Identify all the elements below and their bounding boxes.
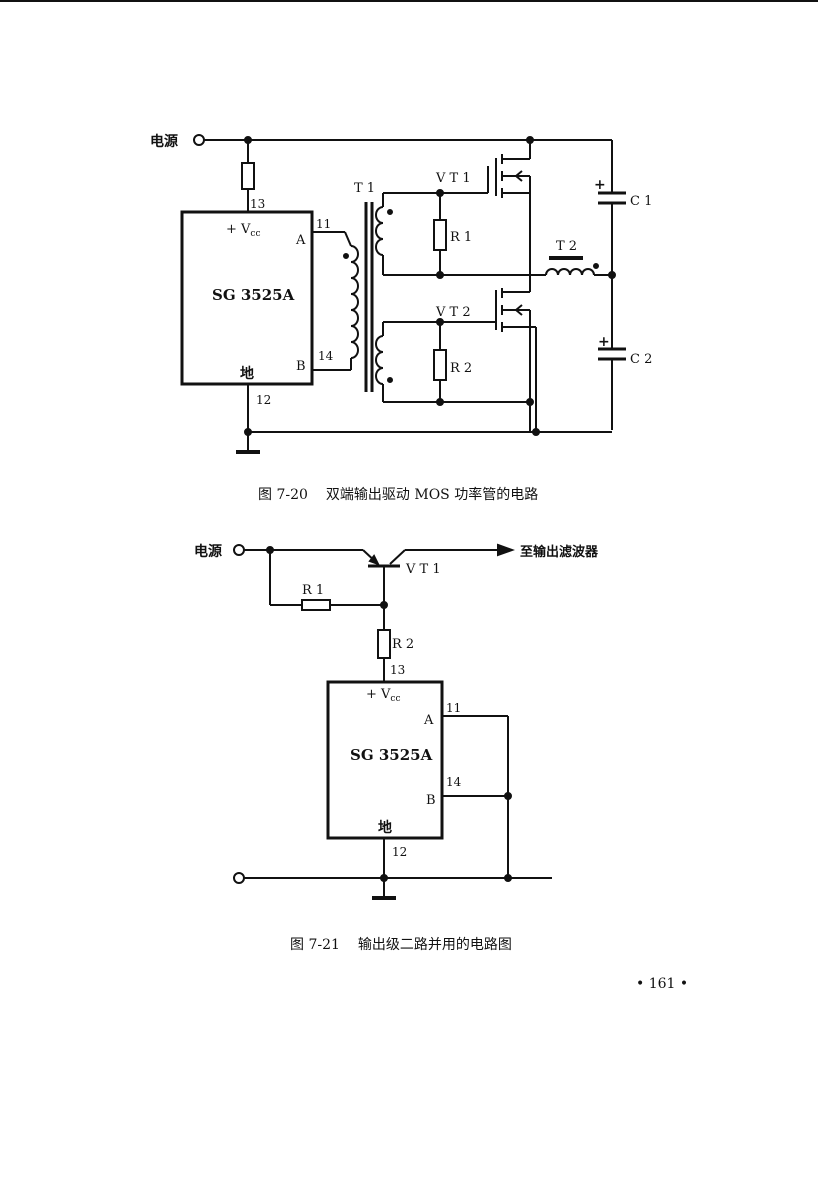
resistor-r2 (433, 349, 447, 381)
pin-b-label: B (296, 359, 306, 374)
transformer-t1-secondary-upper (375, 206, 384, 256)
resistor-r2 (377, 629, 391, 659)
mosfet-vt2 (440, 275, 537, 430)
pin-12-label: 12 (256, 393, 271, 407)
pin-13-label-2: 13 (390, 663, 405, 677)
vcc-label: + Vcc (226, 222, 261, 239)
vt1-label: V T 1 (435, 171, 471, 186)
figure-20-caption: 图 7-20 双端输出驱动 MOS 功率管的电路 (258, 484, 538, 504)
pin-a-label-2: A (423, 713, 434, 728)
r1-label: R 1 (450, 230, 472, 245)
figure-21-caption: 图 7-21 输出级二路并用的电路图 (290, 934, 512, 954)
page-number: • 161 • (636, 976, 689, 992)
ground-label: 地 (240, 365, 254, 382)
c2-plus: + (598, 334, 610, 350)
pin-14-label-2: 14 (446, 775, 462, 789)
vt2-label: V T 2 (435, 305, 471, 320)
ground-terminal (233, 872, 245, 884)
chip-name: SG 3525A (212, 286, 295, 304)
pin-12-label-2: 12 (392, 845, 407, 859)
vcc-label-2: + Vcc (366, 687, 401, 704)
r1-label-2: R 1 (302, 583, 324, 598)
top-resistor (241, 162, 255, 190)
power-terminal (193, 134, 205, 146)
transformer-t1-secondary-lower (375, 335, 384, 385)
figure-21-circuit (233, 543, 552, 900)
c1-label: C 1 (630, 194, 652, 209)
power-terminal (233, 544, 245, 556)
resistor-r1 (433, 219, 447, 251)
power-label-2: 电源 (194, 543, 222, 560)
mosfet-vt1 (495, 140, 531, 275)
transistor-vt1 (362, 549, 406, 605)
figure-20-circuit (180, 134, 626, 454)
figure-21-title: 输出级二路并用的电路图 (357, 937, 512, 953)
ground-label-2: 地 (378, 819, 392, 836)
chip-name-2: SG 3525A (350, 746, 433, 764)
top-rule (0, 0, 818, 2)
c1-plus: + (594, 177, 606, 193)
pin-11-label-2: 11 (446, 701, 461, 715)
r2-label: R 2 (450, 361, 472, 376)
t2-label: T 2 (556, 239, 577, 254)
pin-11-label: 11 (316, 217, 331, 231)
figure-20-title: 双端输出驱动 MOS 功率管的电路 (325, 487, 539, 503)
inductor-t2 (545, 268, 595, 276)
pin-13-label: 13 (250, 197, 265, 211)
transformer-t1-primary (350, 245, 359, 359)
c2-label: C 2 (630, 352, 652, 367)
output-label: 至输出滤波器 (520, 544, 599, 560)
pin-14-label: 14 (318, 349, 334, 363)
resistor-r1 (301, 599, 331, 611)
figure-20-number: 图 7-20 (258, 487, 308, 503)
figure-21-number: 图 7-21 (290, 937, 340, 953)
r2-label-2: R 2 (392, 637, 414, 652)
vt1-label-2: V T 1 (405, 562, 441, 577)
pin-a-label: A (295, 233, 306, 248)
t1-label: T 1 (354, 181, 375, 196)
pin-b-label-2: B (426, 793, 436, 808)
power-label: 电源 (150, 133, 178, 150)
